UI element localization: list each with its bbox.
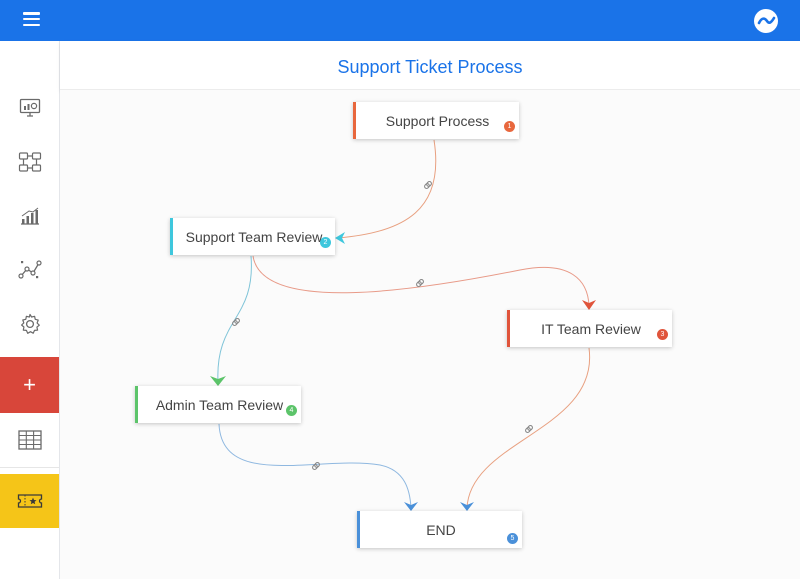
brand-logo-icon[interactable] <box>754 9 778 33</box>
page-header: Support Ticket Process <box>60 41 800 90</box>
arrow-head <box>460 502 474 511</box>
gear-icon <box>20 313 40 334</box>
connector-support-review-to-admin-review[interactable] <box>217 255 252 383</box>
workflow-flowchart-icon <box>18 152 41 172</box>
node-label: Support Team Review <box>185 228 323 245</box>
top-bar <box>0 0 800 41</box>
sidebar-item-tickets[interactable] <box>0 474 59 528</box>
sidebar: + <box>0 41 60 579</box>
page-title: Support Ticket Process <box>337 57 523 77</box>
node-label: Support Process <box>385 112 490 129</box>
node-label: IT Team Review <box>541 320 641 337</box>
sidebar-item-settings[interactable] <box>0 297 59 351</box>
node-label: END <box>426 521 456 538</box>
step-badge: 4 <box>286 405 297 416</box>
sidebar-divider <box>0 467 59 468</box>
link-icon[interactable] <box>524 424 534 434</box>
arrow-head <box>335 232 345 244</box>
link-icon[interactable] <box>423 180 433 190</box>
step-badge: 5 <box>507 533 518 544</box>
node-it-team-review[interactable]: IT Team Review 3 <box>507 310 672 347</box>
workflow-canvas <box>60 90 800 579</box>
sidebar-item-dashboard[interactable] <box>0 81 59 135</box>
link-icon[interactable] <box>231 317 241 327</box>
link-icon[interactable] <box>311 461 321 471</box>
connector-it-review-to-end[interactable] <box>466 347 591 509</box>
node-support-team-review[interactable]: Support Team Review 2 <box>170 218 335 255</box>
monitor-dashboard-icon <box>19 98 40 117</box>
sidebar-item-table[interactable] <box>0 413 59 467</box>
node-label: Admin Team Review <box>155 396 284 413</box>
node-support-process[interactable]: Support Process 1 <box>353 102 519 139</box>
connector-support-to-support-review[interactable] <box>337 139 437 239</box>
plus-icon: + <box>23 372 36 397</box>
step-badge: 2 <box>320 237 331 248</box>
connector-admin-review-to-end[interactable] <box>218 423 412 509</box>
sidebar-item-analytics[interactable] <box>0 243 59 297</box>
sidebar-item-workflows[interactable] <box>0 135 59 189</box>
hamburger-menu-icon[interactable] <box>23 12 40 27</box>
table-grid-icon <box>17 430 42 450</box>
arrow-head <box>210 376 226 386</box>
arrow-head <box>404 502 418 511</box>
arrow-head <box>582 300 596 310</box>
step-badge: 3 <box>657 329 668 340</box>
sidebar-item-reports[interactable] <box>0 189 59 243</box>
add-button[interactable]: + <box>0 357 59 413</box>
link-icon[interactable] <box>415 278 425 288</box>
connector-support-review-to-it-review[interactable] <box>252 255 590 307</box>
step-badge: 1 <box>504 121 515 132</box>
bar-chart-icon <box>20 207 39 225</box>
node-end[interactable]: END 5 <box>357 511 522 548</box>
ticket-icon <box>17 494 42 508</box>
scatter-line-chart-icon <box>17 260 42 279</box>
node-admin-team-review[interactable]: Admin Team Review 4 <box>135 386 301 423</box>
